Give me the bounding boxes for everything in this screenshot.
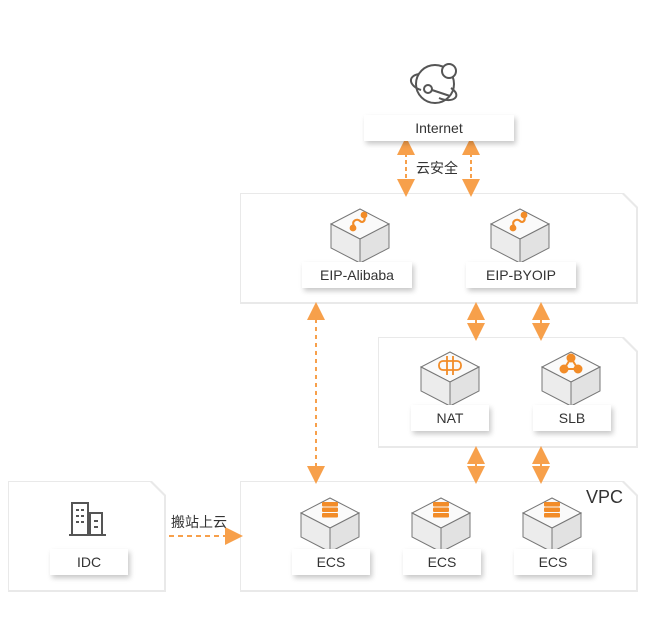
eip-alibaba-cube-icon [329,208,391,264]
node-ecs-3[interactable]: ECS [514,549,592,575]
server-stack-icon [433,502,449,518]
node-internet[interactable]: Internet [364,115,514,141]
vpc-label: VPC [586,487,624,507]
slb-cube-icon [540,351,602,407]
node-eip-byoip[interactable]: EIP-BYOIP [466,262,576,288]
node-slb[interactable]: SLB [533,405,611,431]
ecs-cube-icon [521,497,583,553]
globe-orbit-icon [410,63,458,104]
building-icon [69,502,106,536]
node-idc[interactable]: IDC [50,549,128,575]
eip-byoip-cube-icon [489,208,551,264]
slb-triangle-icon [559,353,583,374]
server-stack-icon [544,502,560,518]
ecs-cube-icon [410,497,472,553]
edge-label-cloud-security: 云安全 [416,161,458,177]
node-ecs-1[interactable]: ECS [292,549,370,575]
node-nat[interactable]: NAT [411,405,489,431]
eip-plug-icon [349,211,368,232]
server-stack-icon [322,502,338,518]
edge-label-migrate-to-cloud: 搬站上云 [171,515,227,531]
node-eip-alibaba[interactable]: EIP-Alibaba [302,262,412,288]
nat-cube-icon [419,351,481,407]
nat-gateway-icon [438,356,462,375]
eip-plug-icon [509,211,528,232]
ecs-cube-icon [299,497,361,553]
node-ecs-2[interactable]: ECS [403,549,481,575]
